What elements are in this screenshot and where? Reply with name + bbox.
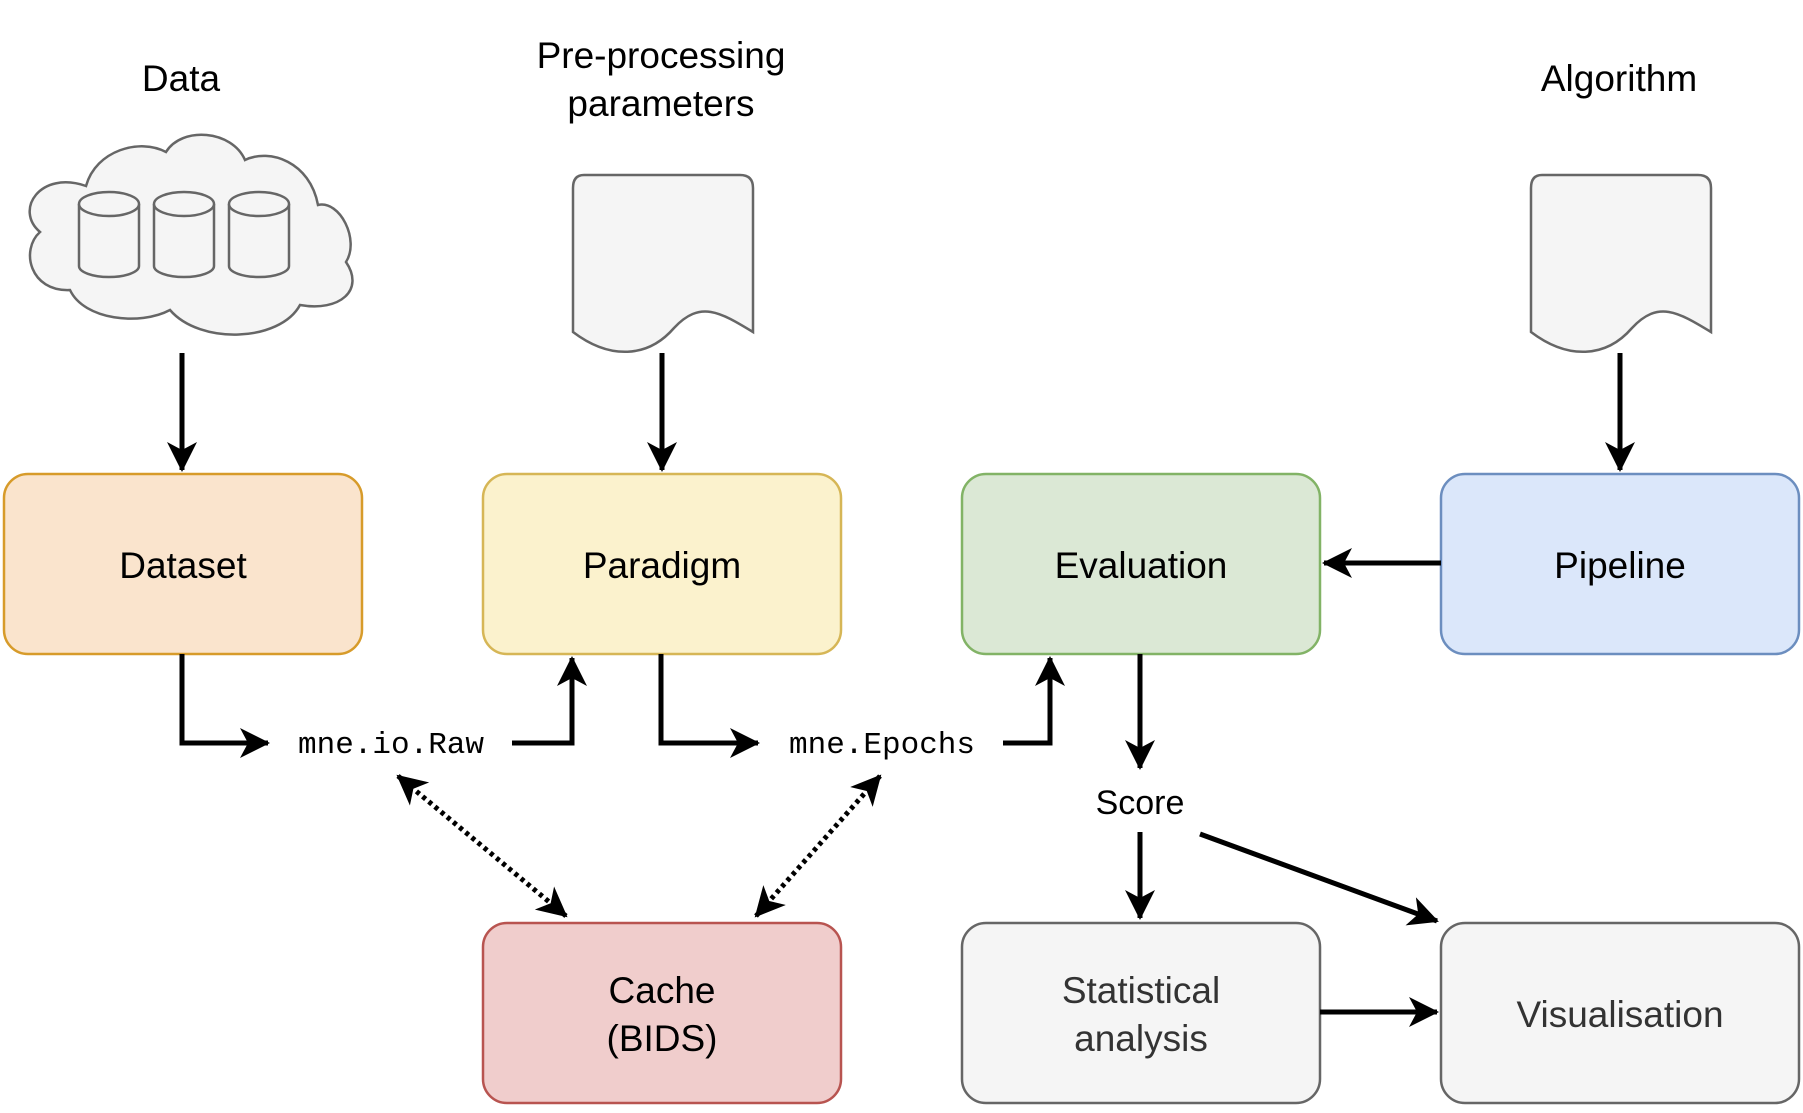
epochs-cache-dotted-arrow [754,774,882,918]
database-icon [77,190,141,279]
data-cloud-icon [28,133,354,336]
epochs-to-evaluation-arrow [1003,656,1065,746]
epochs-label: mne.Epochs [789,728,975,763]
pipeline-label: Pipeline [1554,545,1686,586]
data-title: Data [142,58,221,99]
pipeline-box: Pipeline [1439,472,1801,656]
paradigm-label: Paradigm [583,545,741,586]
preprocessing-document-icon [571,173,755,353]
dataset-box: Dataset [2,472,364,656]
visualisation-label: Visualisation [1516,994,1723,1035]
statistical-label-line2: analysis [1074,1018,1208,1059]
raw-to-paradigm-arrow [512,656,587,746]
score-to-visualisation-arrow [1199,831,1439,926]
raw-cache-dotted-arrow [396,774,568,918]
cache-label-line1: Cache [609,970,716,1011]
cache-box: Cache (BIDS) [481,921,843,1105]
paradigm-to-epochs-arrow [658,654,760,758]
evaluation-box: Evaluation [960,472,1322,656]
database-icon [227,190,291,279]
preprocessing-title-line2: parameters [567,83,754,124]
statistical-label-line1: Statistical [1062,970,1220,1011]
visualisation-box: Visualisation [1439,921,1801,1105]
paradigm-box: Paradigm [481,472,843,656]
algorithm-title: Algorithm [1541,58,1697,99]
evaluation-label: Evaluation [1055,545,1228,586]
score-label: Score [1096,784,1185,822]
statistical-analysis-box: Statistical analysis [960,921,1322,1105]
raw-label: mne.io.Raw [298,728,484,763]
dataset-to-raw-arrow [179,654,270,758]
database-icon [152,190,216,279]
cache-label-line2: (BIDS) [607,1018,718,1059]
preprocessing-title-line1: Pre-processing [537,35,786,76]
algorithm-document-icon [1529,173,1713,353]
dataset-label: Dataset [119,545,247,586]
